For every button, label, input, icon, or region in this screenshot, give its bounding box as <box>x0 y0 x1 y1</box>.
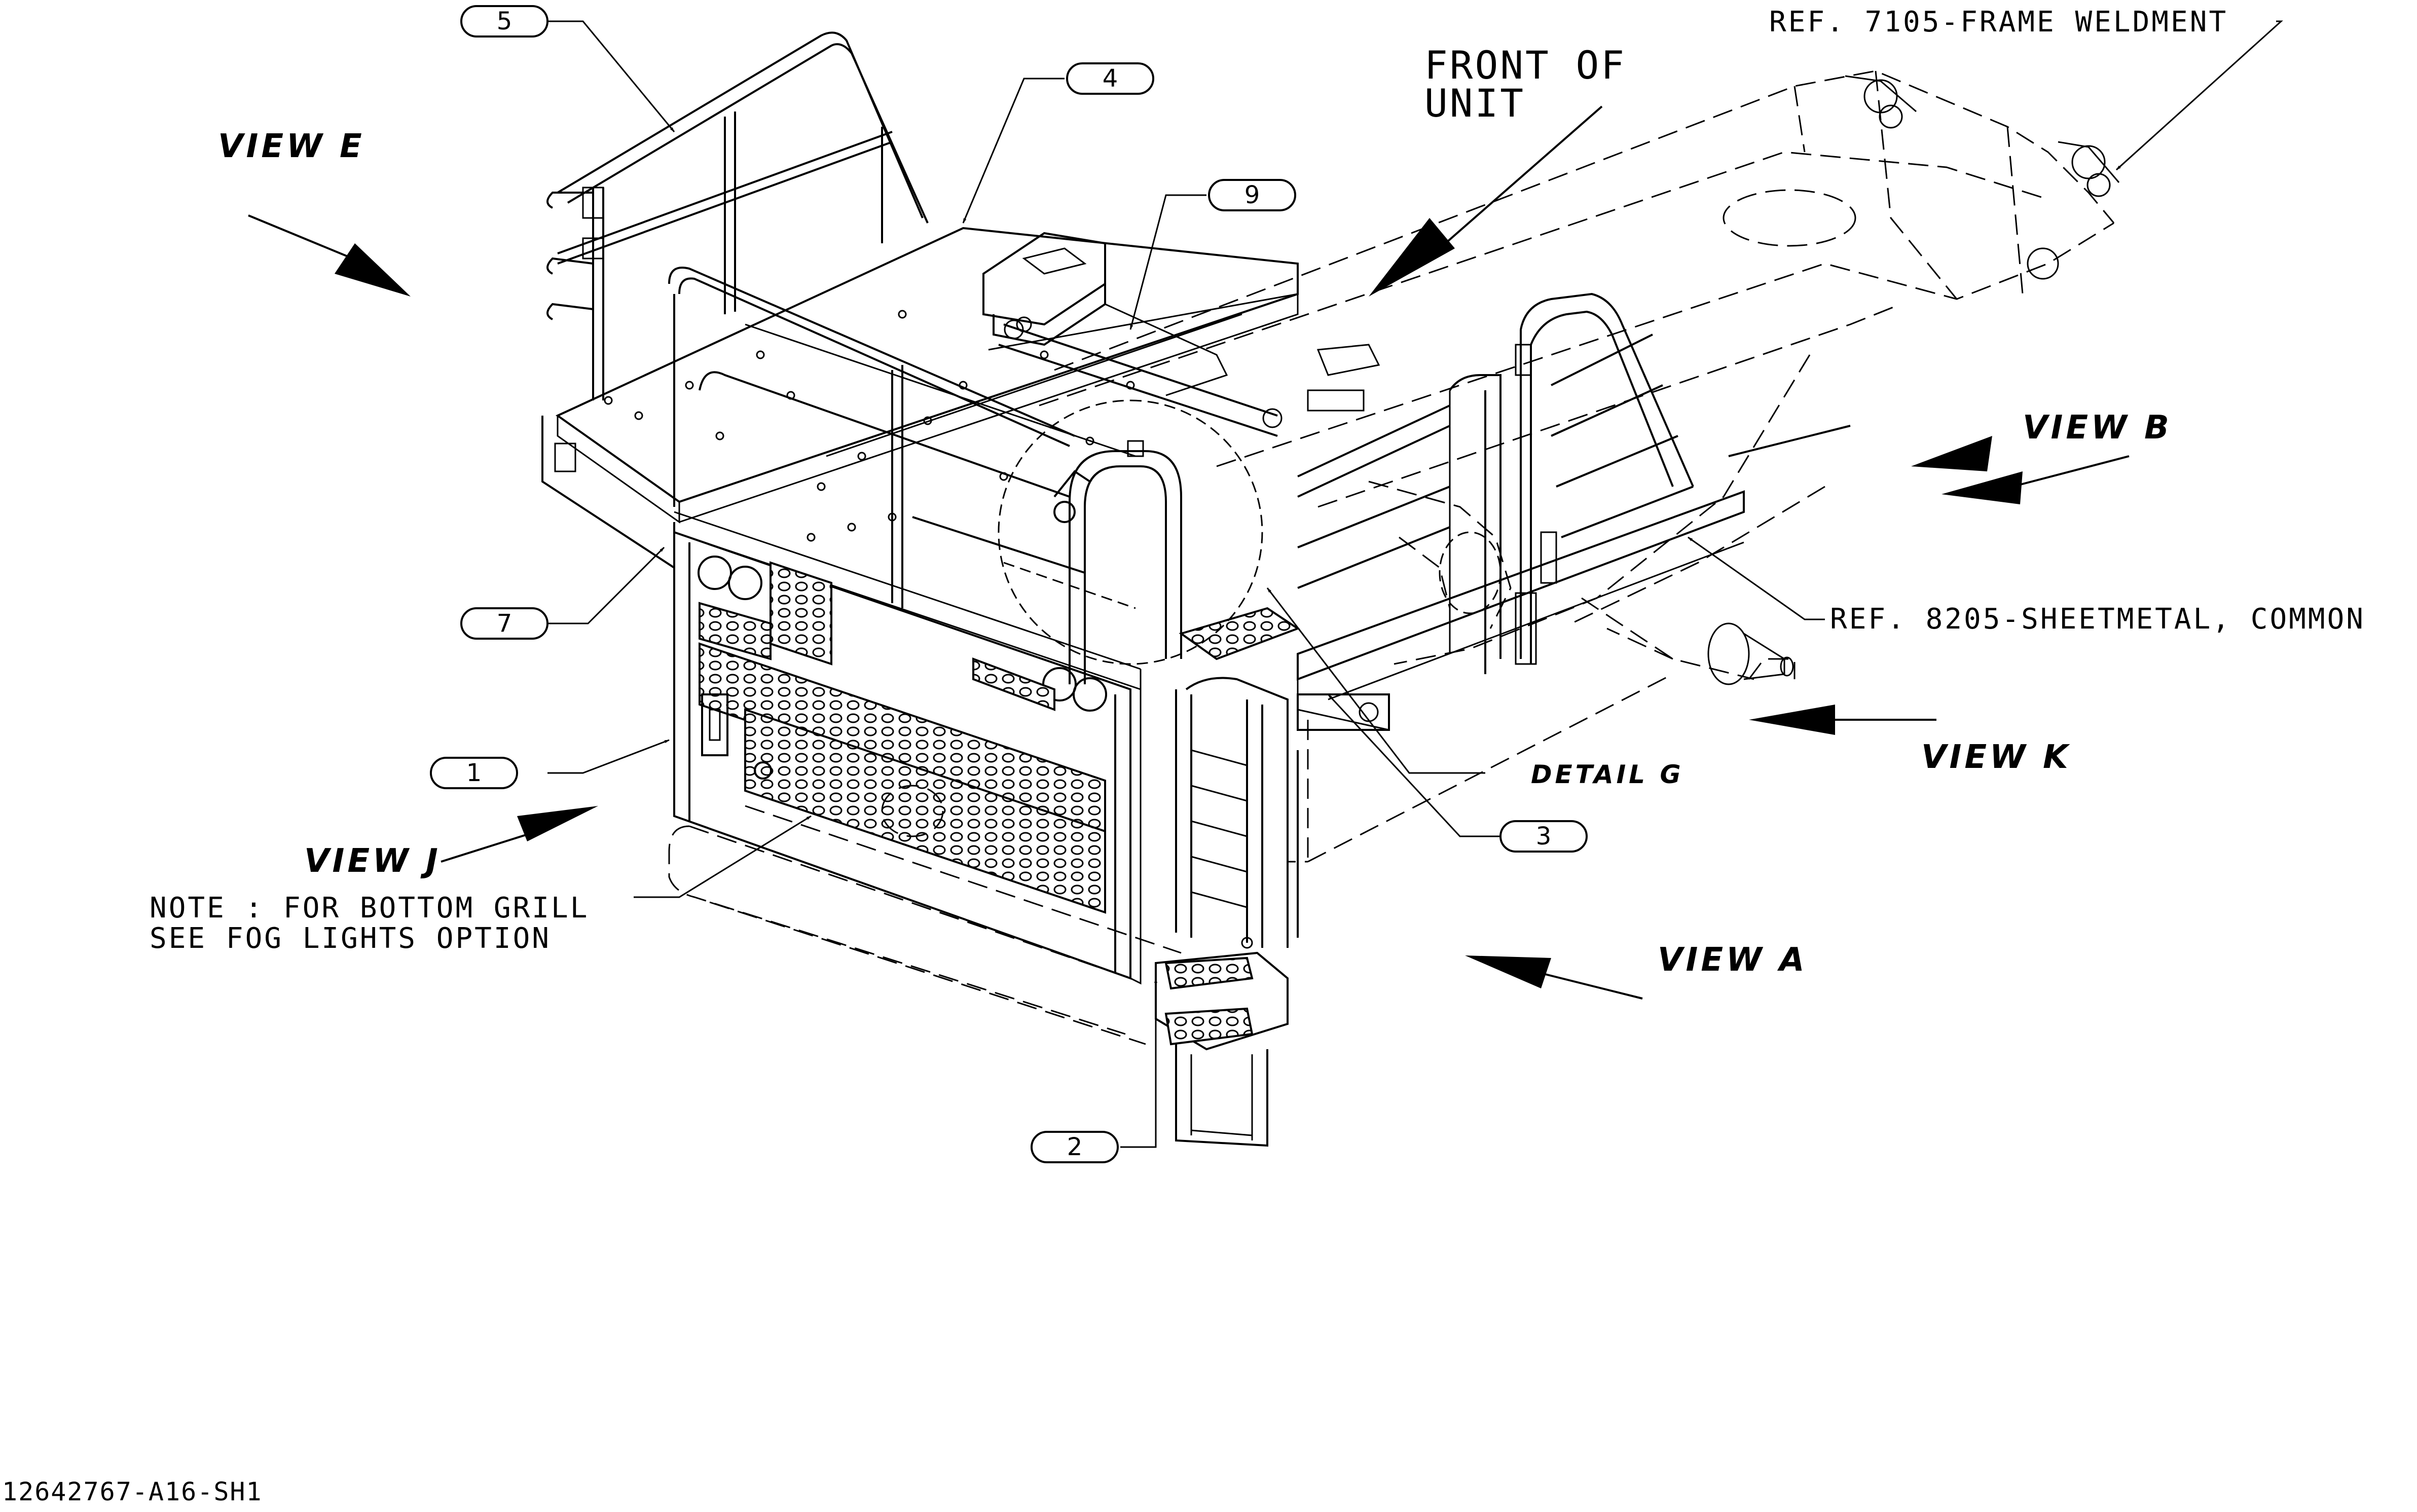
view-k-label: VIEW K <box>1921 739 2071 776</box>
front-of-unit-arrow <box>1369 218 1455 297</box>
callout-7[interactable]: 7 <box>460 607 548 640</box>
front-of-unit-line2: UNIT <box>1424 81 1525 126</box>
callout-3[interactable]: 3 <box>1499 820 1588 853</box>
callout-9-number: 9 <box>1244 181 1260 209</box>
view-j-arrow <box>517 806 598 841</box>
view-b-arrow-tail <box>2012 455 2130 488</box>
callout-4[interactable]: 4 <box>1066 62 1154 95</box>
note-line-1: NOTE : FOR BOTTOM GRILL <box>150 892 589 925</box>
view-a-arrow <box>1465 955 1551 988</box>
view-k-arrow <box>1749 705 1835 735</box>
callout-4-number: 4 <box>1103 64 1118 93</box>
view-a-label: VIEW A <box>1658 941 1807 979</box>
callout-7-number: 7 <box>497 609 512 638</box>
callout-3-number: 3 <box>1536 822 1552 851</box>
ref-frame-weldment: REF. 7105-FRAME WELDMENT <box>1769 6 2228 39</box>
leader-lines <box>547 20 2283 1148</box>
callout-2-number: 2 <box>1067 1133 1083 1161</box>
callout-5-number: 5 <box>497 7 512 35</box>
hatch-bracket <box>982 232 1380 437</box>
document-id: 12642767-A16-SH1 <box>2 1477 263 1506</box>
ladder <box>1155 677 1299 1147</box>
note-line-2: SEE FOG LIGHTS OPTION <box>150 922 551 955</box>
rail-hoop <box>998 399 1263 684</box>
front-of-unit-line1: FRONT OF <box>1424 43 1626 88</box>
callout-2[interactable]: 2 <box>1031 1131 1119 1163</box>
callout-9[interactable]: 9 <box>1208 179 1296 211</box>
front-grill-panel <box>673 511 1142 985</box>
view-j-label: VIEW J <box>304 842 441 880</box>
handrail <box>546 31 1085 608</box>
view-e-arrow <box>335 243 411 297</box>
callout-1-number: 1 <box>466 759 482 787</box>
ref-sheetmetal-common: REF. 8205-SHEETMETAL, COMMON <box>1830 603 2365 636</box>
detail-g-label: DETAIL G <box>1531 760 1684 789</box>
callout-5[interactable]: 5 <box>460 5 548 38</box>
callout-1[interactable]: 1 <box>430 757 518 789</box>
frame-weldment-outline <box>1039 70 2120 863</box>
right-walkway <box>1297 292 1745 731</box>
view-e-label: VIEW E <box>218 128 365 165</box>
bumper-outline <box>668 785 1182 1045</box>
view-arrows <box>248 105 1992 1000</box>
view-b-label: VIEW B <box>2023 409 2172 447</box>
view-b-arrowhead <box>1942 471 2023 504</box>
view-b-arrow <box>1911 436 1992 471</box>
